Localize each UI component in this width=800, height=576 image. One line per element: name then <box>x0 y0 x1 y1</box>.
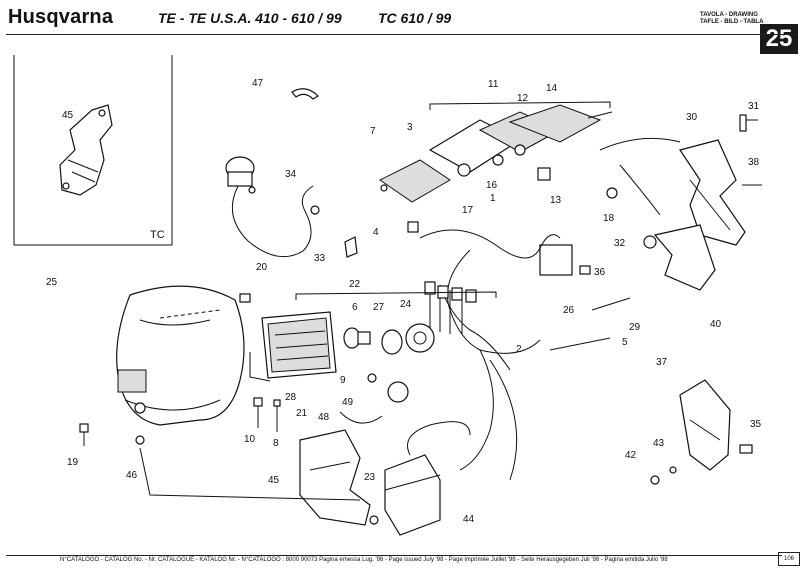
table-label-line1: TAVOLA - DRAWING <box>700 12 758 18</box>
callout-48: 48 <box>318 412 330 423</box>
tc-inset <box>13 55 173 246</box>
horn-34 <box>225 156 320 258</box>
connector-4 <box>407 221 419 233</box>
callout-18: 18 <box>603 213 615 224</box>
callout-38: 38 <box>748 157 760 168</box>
callout-23: 23 <box>364 472 376 483</box>
callout-26: 26 <box>563 305 575 316</box>
callout-13: 13 <box>550 195 562 206</box>
callout-45: 45 <box>268 475 280 486</box>
callout-49: 49 <box>342 397 354 408</box>
callout-1: 1 <box>490 193 496 204</box>
bolt-36 <box>579 265 591 275</box>
rear-bracket-37 <box>650 379 753 485</box>
callout-44: 44 <box>463 514 475 525</box>
callout-40: 40 <box>710 319 722 330</box>
callout-25: 25 <box>46 277 58 288</box>
callout-19: 19 <box>67 457 79 468</box>
callout-45-tc: 45 <box>62 110 74 121</box>
callout-29: 29 <box>629 322 641 333</box>
callout-12: 12 <box>517 93 529 104</box>
callout-7: 7 <box>370 126 376 137</box>
bulb-6 <box>343 323 435 355</box>
callout-3: 3 <box>407 122 413 133</box>
callout-14: 14 <box>546 83 558 94</box>
bracket-40 <box>643 224 716 291</box>
catalog-footer: N°CATALOGO - CATALOG No. - Nr. CATALOGUE… <box>60 557 668 563</box>
model-range: TE - TE U.S.A. 410 - 610 / 99 <box>158 10 342 26</box>
callout-8: 8 <box>273 438 279 449</box>
cable-tie-5 <box>549 337 611 351</box>
callout-30: 30 <box>686 112 698 123</box>
model-tc: TC 610 / 99 <box>378 10 452 26</box>
callout-17: 17 <box>462 205 474 216</box>
cdi-unit-44 <box>384 421 471 536</box>
page-number: 106 <box>778 552 800 566</box>
callout-10: 10 <box>244 434 256 445</box>
callout-4: 4 <box>373 227 379 238</box>
callout-34: 34 <box>285 169 297 180</box>
callout-33: 33 <box>314 253 326 264</box>
wire-48 <box>339 411 383 424</box>
table-label-line2: TAFLE - BILD - TABLA <box>700 19 764 25</box>
connector-33 <box>344 236 358 258</box>
table-label: TAVOLA - DRAWING TAFLE - BILD - TABLA <box>700 12 763 26</box>
callout-36: 36 <box>594 267 606 278</box>
tail-light-assembly <box>379 101 613 203</box>
fasteners <box>79 293 281 446</box>
inset-label-tc: TC <box>150 229 165 241</box>
callout-27: 27 <box>373 302 385 313</box>
callout-43: 43 <box>653 438 665 449</box>
bracket-45 <box>139 429 379 526</box>
flasher-49 <box>387 381 409 403</box>
callout-20: 20 <box>256 262 268 273</box>
callout-46: 46 <box>126 470 138 481</box>
tail-plate-7 <box>379 159 451 203</box>
wiring-harness-2 <box>419 229 561 481</box>
headlight-fairing-25 <box>116 285 245 426</box>
callout-6: 6 <box>352 302 358 313</box>
callout-21: 21 <box>296 408 308 419</box>
tail-cover-14 <box>508 104 602 143</box>
callout-47: 47 <box>252 78 264 89</box>
callout-37: 37 <box>656 357 668 368</box>
rear-number-plate-30 <box>599 114 762 246</box>
callout-31: 31 <box>748 101 760 112</box>
footer-divider <box>6 555 782 556</box>
cable-tie-29 <box>591 297 631 311</box>
header-divider <box>6 34 796 35</box>
callout-16: 16 <box>486 180 498 191</box>
callout-32: 32 <box>614 238 626 249</box>
callout-9: 9 <box>340 375 346 386</box>
relay-26 <box>539 244 573 276</box>
callout-2: 2 <box>516 344 522 355</box>
callout-11: 11 <box>488 79 499 90</box>
callout-24: 24 <box>400 299 412 310</box>
callout-5: 5 <box>622 337 628 348</box>
callout-22: 22 <box>349 279 361 290</box>
table-number: 25 <box>760 24 798 54</box>
callout-28: 28 <box>285 392 297 403</box>
brand-title: Husqvarna <box>8 6 114 28</box>
callout-35: 35 <box>750 419 762 430</box>
headlight-28 <box>249 291 497 382</box>
callout-labels: 45 47 11 12 14 31 30 7 3 34 16 1 13 38 1… <box>46 78 762 525</box>
callout-42: 42 <box>625 450 637 461</box>
item-9 <box>367 373 377 383</box>
clip-47 <box>291 88 319 100</box>
